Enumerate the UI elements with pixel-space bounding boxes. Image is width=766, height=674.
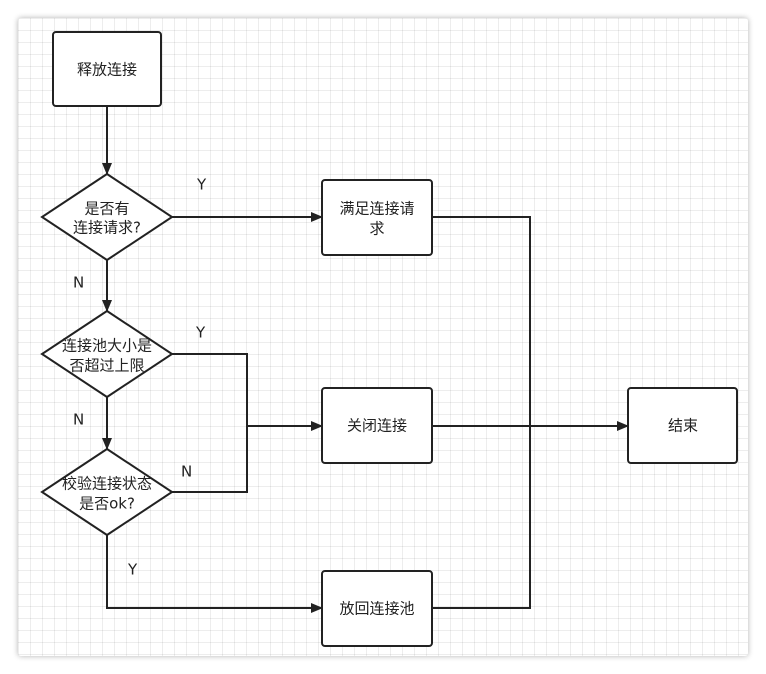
node-return-box [321,570,433,647]
edge-label-validate-no: N [181,463,192,481]
node-pool-size-label-line1: 连接池大小是 [62,337,152,355]
edge-pool-size-yes [172,353,248,426]
node-return-label: 放回连接池 [339,600,414,618]
edge-label-pool-size-no: N [73,411,84,429]
node-satisfy-label-line2: 求 [369,220,384,238]
edge-validate-no [172,426,248,493]
node-close-label: 关闭连接 [347,417,407,435]
node-validate-label-line1: 校验连接状态 [62,475,152,493]
edge-satisfy-to-end [432,216,531,426]
node-end-box [627,387,738,464]
node-validate-label-line2: 是否ok? [79,495,135,513]
diagram-canvas [18,18,748,656]
edge-label-has-request-no: N [73,274,84,292]
node-has-request-diamond [40,172,174,262]
node-release-label: 释放连接 [77,61,137,79]
node-pool-size-diamond [40,309,174,399]
node-has-request-label-line2: 连接请求? [73,219,141,237]
node-has-request-label-line1: 是否有 [84,200,129,218]
edge-label-pool-size-yes: Y [195,324,206,342]
edge-validate-yes [106,535,323,613]
node-end-label: 结束 [668,417,698,435]
edge-return-to-end [432,426,531,609]
node-close-box [321,387,433,464]
node-validate-diamond [40,447,174,537]
edge-label-has-request-yes: Y [196,176,207,194]
node-satisfy-label-line1: 满足连接请 [339,200,414,218]
node-release-box [52,31,162,107]
node-satisfy-box [321,179,433,256]
edge-label-validate-yes: Y [127,561,138,579]
node-pool-size-label-line2: 否超过上限 [69,357,144,375]
